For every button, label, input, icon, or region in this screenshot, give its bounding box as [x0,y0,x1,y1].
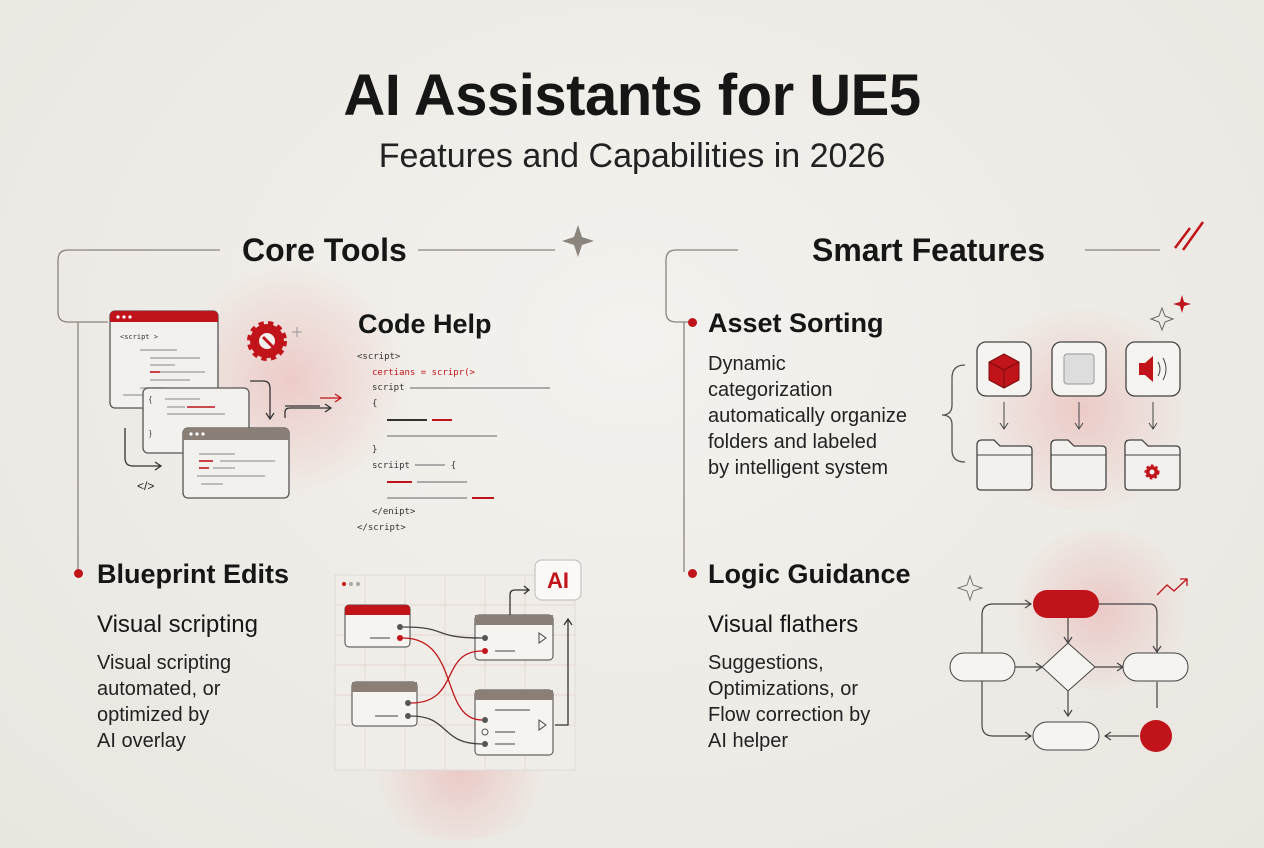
logic-guidance-description: Suggestions, Optimizations, or Flow corr… [708,650,870,754]
desc-line: Optimizations, or [708,678,859,700]
folder-gear-icon [1124,439,1181,491]
process-node [1032,721,1100,751]
brace [941,364,966,463]
texture-asset-tile [1051,341,1107,397]
blueprint-node [474,614,554,661]
desc-line: Flow correction by [708,704,871,726]
page-subtitle: Features and Capabilities in 2026 [378,137,886,175]
code-windows-illustration: <script > {} </> [109,310,343,499]
blueprint-graph-illustration: AI [334,559,582,771]
code-line: </enipt> [372,507,416,517]
desc-line: folders and labeled [708,431,878,453]
desc-line: automated, or [97,678,221,700]
sparkle-icon [292,327,302,337]
blueprint-node [351,681,418,727]
sparkle-icon [1149,306,1175,332]
process-node [949,652,1016,682]
code-line: script [372,383,405,393]
ai-badge-label: AI [547,568,569,593]
code-line: <script> [357,352,401,362]
asset-sorting-description: Dynamic categorization automatically org… [708,351,907,481]
bullet-dot [74,569,83,578]
gear-wrench-icon [247,321,287,361]
desc-line: Suggestions, [708,652,824,674]
desc-line: optimized by [97,704,210,726]
blueprint-description: Visual scripting automated, or optimized… [97,650,231,754]
sparkle-icon [562,225,594,257]
code-window-1: <script > [109,310,219,409]
audio-asset-tile [1125,341,1181,397]
cube-asset-tile [976,341,1032,397]
logic-guidance-title: Logic Guidance [708,559,911,589]
desc-line: automatically organize [708,405,907,427]
trend-up-icon [1156,578,1188,596]
svg-text:}: } [149,429,152,438]
bullet-dot [688,318,697,327]
ai-badge: AI [534,559,582,601]
code-line: scriipt [372,460,410,471]
sparkle-icon [956,574,984,602]
asset-sorting-title: Asset Sorting [708,308,884,338]
code-window-3 [182,427,290,499]
code-line: } [372,445,378,455]
code-help-title: Code Help [358,309,492,339]
decision-node [1041,642,1096,692]
code-line: certians = scripr(> [372,367,475,378]
section-heading-smart-features: Smart Features [812,232,1045,268]
code-brackets-icon: </> [137,479,154,493]
page-title: AI Assistants for UE5 [343,63,921,128]
process-node [1122,652,1189,682]
desc-line: AI overlay [97,730,186,752]
blueprint-subtitle: Visual scripting [97,611,258,638]
desc-line: AI helper [708,730,789,752]
logic-flowchart-illustration [949,574,1189,752]
folder-icon [976,439,1033,491]
flow-arrows [124,380,333,471]
desc-line: Dynamic [708,353,786,375]
section-heading-core-tools: Core Tools [242,232,407,268]
bullet-dot [688,569,697,578]
desc-line: by intelligent system [708,457,889,479]
logic-guidance-subtitle: Visual flathers [708,611,859,638]
asset-sorting-illustration [941,295,1191,491]
slash-marks-icon [1174,221,1205,251]
desc-line: Visual scripting [97,652,232,674]
desc-line: categorization [708,379,833,401]
blueprint-edits-title: Blueprint Edits [97,559,290,589]
blueprint-node [344,604,411,648]
start-node [1033,590,1099,618]
blueprint-node [474,689,554,756]
end-node [1140,720,1172,752]
sparkle-icon [1173,295,1191,313]
svg-text:{: { [149,395,152,404]
folder-icon [1050,439,1107,491]
window-label: <script > [120,333,158,341]
code-snippet: <script> certians = scripr(> script { } … [357,350,557,536]
code-line: </script> [357,522,406,533]
